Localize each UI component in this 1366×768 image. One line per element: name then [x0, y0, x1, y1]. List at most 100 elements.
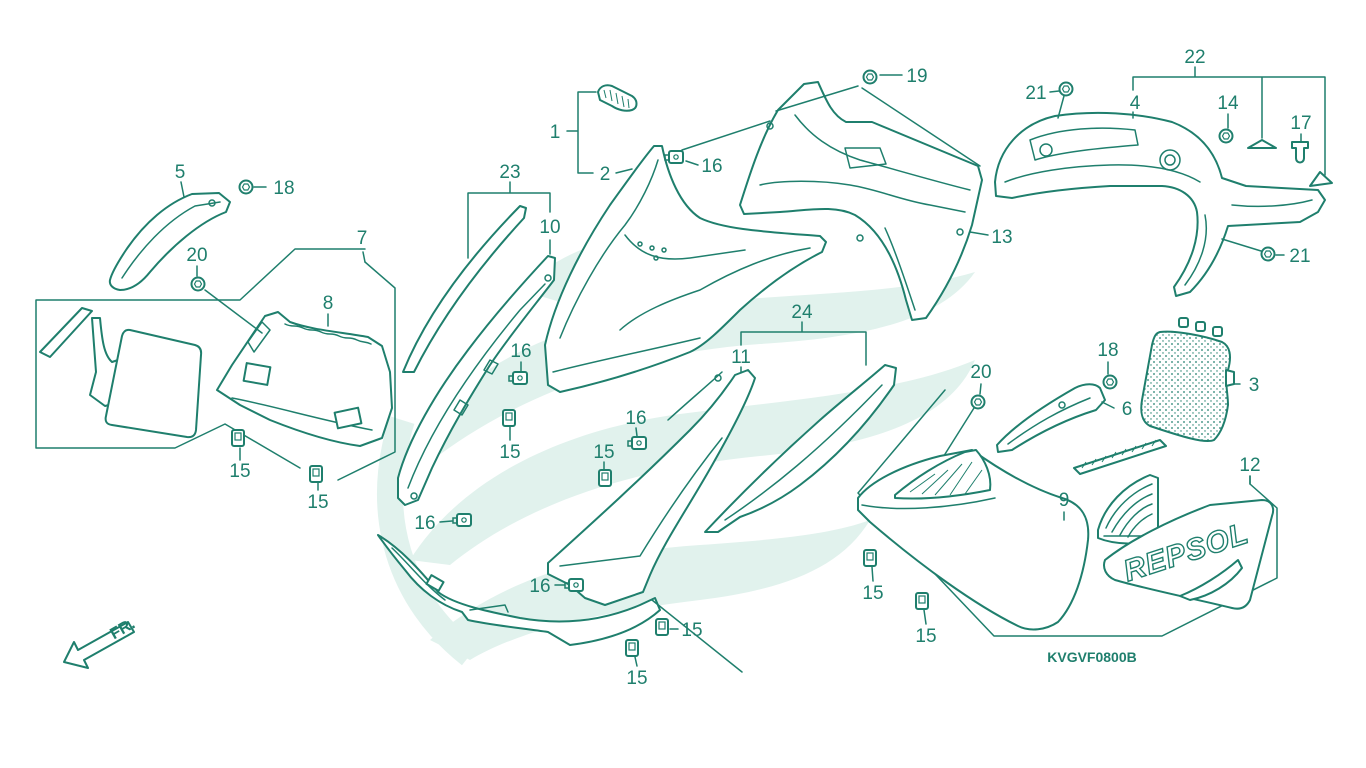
part-2-front-cover — [544, 145, 827, 393]
part-8-inner-cover — [216, 311, 393, 447]
callout-15: 15 — [915, 626, 936, 647]
part-16-clip — [664, 150, 684, 164]
part-12-decal-set: REPSOL — [1073, 439, 1275, 610]
direction-arrow-shape — [63, 621, 135, 669]
part-24-detail-line — [724, 384, 883, 521]
part-2-hole — [661, 247, 667, 253]
part-6-hole — [1058, 401, 1066, 409]
leader-lower-cover — [651, 599, 743, 673]
part-10-hole — [544, 274, 552, 282]
callout-24: 24 — [791, 302, 813, 323]
part-2-detail-line — [619, 247, 811, 331]
part-15-clip — [863, 549, 877, 567]
callout-18: 18 — [1097, 340, 1118, 361]
callout-1: 1 — [550, 122, 561, 143]
part-11-detail-line — [559, 437, 723, 567]
part-6-outline — [996, 383, 1106, 453]
part-4-detail-line — [1004, 164, 1201, 183]
part-11-outline — [547, 369, 756, 606]
part-8-tab — [333, 406, 363, 430]
part-3-tab — [1178, 317, 1189, 328]
part-13-hole — [766, 122, 774, 130]
part-1-emblem — [597, 84, 638, 112]
part-23-strip — [402, 205, 527, 373]
part-15-clip — [655, 618, 669, 636]
part-2-detail-line — [552, 337, 701, 373]
decal-swoosh — [1179, 559, 1243, 601]
part-2-hole — [637, 241, 643, 247]
part-15-clip — [598, 469, 612, 487]
part-8-wavy-edge — [284, 323, 372, 345]
part-17-grommet — [1291, 141, 1309, 164]
leader-15 — [871, 566, 874, 582]
part-4-detail-line — [1231, 199, 1313, 208]
part-15-clip — [231, 429, 245, 447]
part-21-screw — [1260, 246, 1276, 262]
callout-12: 12 — [1239, 455, 1260, 476]
callout-23: 23 — [499, 162, 520, 183]
part-21-screw — [1058, 81, 1074, 97]
lower-front-cover-outline — [377, 534, 661, 646]
part-18-screw — [238, 179, 254, 195]
callout-15: 15 — [593, 442, 614, 463]
part-11-lower-panel — [547, 369, 756, 606]
callout-6: 6 — [1122, 399, 1133, 420]
callout-7: 7 — [357, 228, 368, 249]
callout-15: 15 — [862, 583, 883, 604]
part-6-trim — [996, 383, 1106, 453]
leader-15 — [923, 609, 927, 625]
leader-5 — [180, 181, 185, 198]
callout-16: 16 — [625, 408, 646, 429]
callout-18: 18 — [273, 178, 294, 199]
callout-13: 13 — [991, 227, 1012, 248]
lower-front-cover — [377, 534, 661, 646]
callout-20: 20 — [970, 362, 991, 383]
part-4-detail-line — [1184, 214, 1207, 286]
leader-7 — [362, 251, 366, 263]
part-4-outline — [994, 111, 1326, 297]
part-5-outline — [108, 192, 231, 291]
watermark-leaf — [392, 272, 975, 470]
part-13-detail-line — [759, 180, 966, 213]
part-10-outline — [397, 255, 556, 506]
bracket-24 — [740, 321, 867, 366]
bracket-22 — [1132, 66, 1326, 176]
part-15-clip — [625, 639, 639, 657]
part-2-outline — [544, 145, 827, 393]
callout-20: 20 — [186, 245, 207, 266]
part-11-hole — [714, 374, 722, 382]
part-9-seat-cover — [857, 449, 1090, 631]
part-2-hole — [653, 255, 659, 261]
callout-14: 14 — [1217, 93, 1239, 114]
part-9-grille-slats — [909, 461, 983, 496]
callout-15: 15 — [229, 461, 250, 482]
part-13-detail-line — [794, 114, 971, 191]
bracket-23 — [467, 181, 551, 259]
part-20-screw — [190, 276, 206, 292]
callout-9: 9 — [1059, 490, 1070, 511]
decal-strip — [39, 307, 93, 358]
callout-15: 15 — [307, 492, 328, 513]
part-14-screw — [1218, 128, 1234, 144]
leader-21 — [1049, 90, 1065, 119]
decal-brand-panel — [1103, 499, 1275, 610]
part-24-side-stripe — [704, 364, 897, 533]
callout-15: 15 — [499, 442, 520, 463]
part-13-detail-line — [884, 227, 916, 311]
part-10-detail-line — [453, 359, 499, 416]
part-13-hole — [956, 228, 964, 236]
part-2-hole — [649, 245, 655, 251]
wing-logo-feather — [1127, 513, 1153, 538]
part-6-detail-line — [1007, 397, 1091, 445]
part-5-detail-line — [121, 201, 221, 279]
wing-logo-feather — [1119, 503, 1153, 536]
part-3-tab — [1212, 326, 1223, 337]
bracket-1-2 — [566, 91, 633, 174]
decal-panel — [104, 328, 203, 439]
part-5-hole — [208, 199, 216, 207]
part-10-hole — [410, 492, 418, 500]
callout-16: 16 — [701, 156, 722, 177]
part-13-inner-panel — [739, 81, 983, 321]
callout-11: 11 — [731, 347, 751, 368]
leader-16 — [439, 520, 453, 523]
